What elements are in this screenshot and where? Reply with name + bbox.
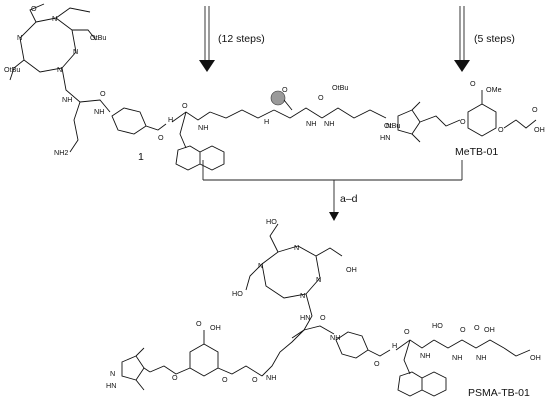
svg-text:O: O — [196, 319, 202, 328]
svg-text:NH: NH — [330, 333, 340, 342]
svg-text:OH: OH — [534, 125, 545, 134]
psma-tb-01-structure: N N N N HO OH HO HN O NH O H O NH HO O O… — [106, 217, 541, 397]
svg-text:HO: HO — [232, 289, 243, 298]
svg-text:OtBu: OtBu — [384, 121, 400, 130]
svg-text:NH: NH — [62, 95, 72, 104]
svg-text:NH2: NH2 — [54, 148, 68, 157]
svg-text:NH: NH — [306, 119, 316, 128]
svg-text:HO: HO — [266, 217, 277, 226]
arrow-12-steps — [199, 6, 215, 72]
compound-1-label: 1 — [138, 151, 144, 163]
svg-text:O: O — [318, 93, 324, 102]
svg-text:N: N — [73, 47, 78, 56]
svg-text:H: H — [264, 117, 269, 126]
svg-text:O: O — [320, 313, 326, 322]
svg-text:O: O — [252, 375, 258, 384]
svg-text:O: O — [100, 89, 106, 98]
svg-text:NH: NH — [452, 353, 462, 362]
svg-text:OH: OH — [210, 323, 221, 332]
svg-text:O: O — [222, 375, 228, 384]
svg-text:N: N — [110, 369, 115, 378]
svg-text:OtBu: OtBu — [4, 65, 20, 74]
svg-text:HO: HO — [432, 321, 443, 330]
svg-text:N: N — [294, 243, 299, 252]
svg-text:OH: OH — [346, 265, 357, 274]
convergent-arrow — [202, 160, 463, 221]
svg-text:O: O — [470, 79, 476, 88]
svg-text:N: N — [17, 33, 22, 42]
arrow-5-steps — [454, 6, 470, 72]
metb-01-structure: N HN O O OMe O O OH — [380, 79, 545, 143]
svg-text:O: O — [158, 133, 164, 142]
metb-01-label: MeTB-01 — [455, 146, 498, 158]
svg-text:O: O — [282, 85, 288, 94]
svg-text:H: H — [168, 115, 173, 124]
svg-text:OH: OH — [484, 325, 495, 334]
svg-text:OtBu: OtBu — [90, 33, 106, 42]
svg-text:NH: NH — [324, 119, 334, 128]
steps-right-label: (5 steps) — [474, 33, 515, 45]
svg-text:O: O — [172, 373, 178, 382]
svg-text:O: O — [404, 327, 410, 336]
svg-text:O: O — [498, 125, 504, 134]
svg-text:O: O — [532, 105, 538, 114]
svg-text:NH: NH — [266, 373, 276, 382]
svg-text:O: O — [460, 117, 466, 126]
svg-text:N: N — [52, 14, 57, 23]
svg-text:O: O — [182, 101, 188, 110]
svg-text:NH: NH — [420, 351, 430, 360]
svg-text:HN: HN — [300, 313, 310, 322]
compound-1-structure: N N N N O OtBu OtBu NH NH2 O NH O H O NH… — [4, 3, 400, 171]
steps-left-label: (12 steps) — [218, 33, 265, 45]
svg-text:OMe: OMe — [486, 85, 502, 94]
svg-text:N: N — [386, 121, 391, 130]
psma-tb-01-label: PSMA-TB-01 — [468, 387, 530, 399]
svg-text:NH: NH — [476, 353, 486, 362]
svg-text:NH: NH — [94, 107, 104, 116]
svg-text:N: N — [300, 291, 305, 300]
svg-text:HN: HN — [106, 381, 116, 390]
svg-text:OtBu: OtBu — [332, 83, 348, 92]
svg-text:H: H — [392, 341, 397, 350]
svg-text:N: N — [316, 275, 321, 284]
conditions-label: a–d — [340, 193, 358, 205]
svg-text:N: N — [57, 65, 62, 74]
svg-text:OH: OH — [530, 353, 541, 362]
svg-text:O: O — [460, 325, 466, 334]
svg-text:NH: NH — [198, 123, 208, 132]
svg-text:HN: HN — [380, 133, 390, 142]
svg-text:O: O — [474, 323, 480, 332]
svg-text:O: O — [374, 359, 380, 368]
